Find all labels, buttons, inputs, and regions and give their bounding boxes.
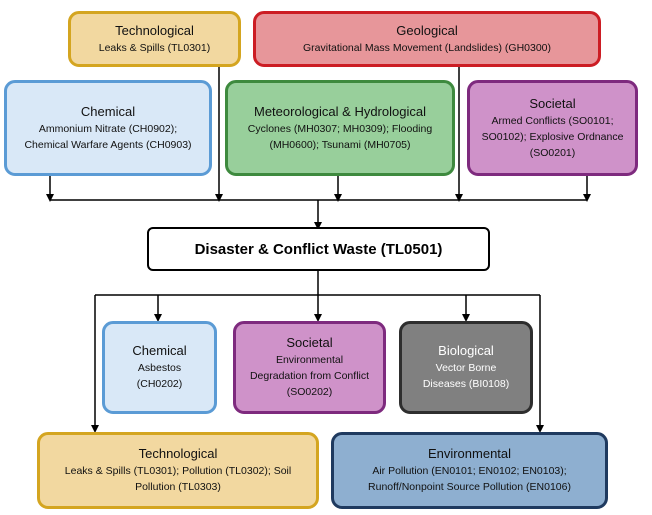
geological-box: Geological Gravitational Mass Movement (… [253,11,601,67]
box-desc: Leaks & Spills (TL0301); Pollution (TL03… [64,465,292,493]
technological-top-box: Technological Leaks & Spills (TL0301) [68,11,241,67]
box-desc: Armed Conflicts (SO0101; SO0102); Explos… [481,114,624,159]
box-title: Chemical [132,343,187,358]
box-title: Technological [138,446,218,461]
technological-bottom-box: Technological Leaks & Spills (TL0301); P… [37,432,319,509]
box-title: Geological [396,22,458,38]
meteorological-hydrological-box: Meteorological & Hydrological Cyclones (… [225,80,455,176]
chemical-mid-box: Chemical Asbestos (CH0202) [102,321,217,414]
box-title: Technological [115,22,194,38]
box-desc: Ammonium Nitrate (CH0902); Chemical Warf… [24,122,192,151]
box-desc: Leaks & Spills (TL0301) [98,41,211,54]
biological-box: Biological Vector Borne Diseases (BI0108… [399,321,533,414]
box-desc: Gravitational Mass Movement (Landslides)… [302,41,552,54]
box-desc: Environmental Degradation from Conflict … [249,354,370,398]
box-title: Biological [438,343,494,358]
center-waste-box: Disaster & Conflict Waste (TL0501) [147,227,490,271]
box-desc: Vector Borne Diseases (BI0108) [422,362,510,390]
societal-top-box: Societal Armed Conflicts (SO0101; SO0102… [467,80,638,176]
box-title: Societal [286,335,333,350]
chemical-top-box: Chemical Ammonium Nitrate (CH0902); Chem… [4,80,212,176]
environmental-box: Environmental Air Pollution (EN0101; EN0… [331,432,608,509]
societal-mid-box: Societal Environmental Degradation from … [233,321,386,414]
box-title: Environmental [427,446,512,461]
box-title: Meteorological & Hydrological [254,103,426,119]
box-title: Societal [529,95,576,111]
box-desc: Cyclones (MH0307; MH0309); Flooding (MH0… [247,122,433,151]
box-desc: Asbestos (CH0202) [136,362,183,390]
box-desc: Air Pollution (EN0101; EN0102; EN0103); … [368,465,571,493]
center-title: Disaster & Conflict Waste (TL0501) [194,240,443,258]
box-title: Chemical [80,103,136,119]
